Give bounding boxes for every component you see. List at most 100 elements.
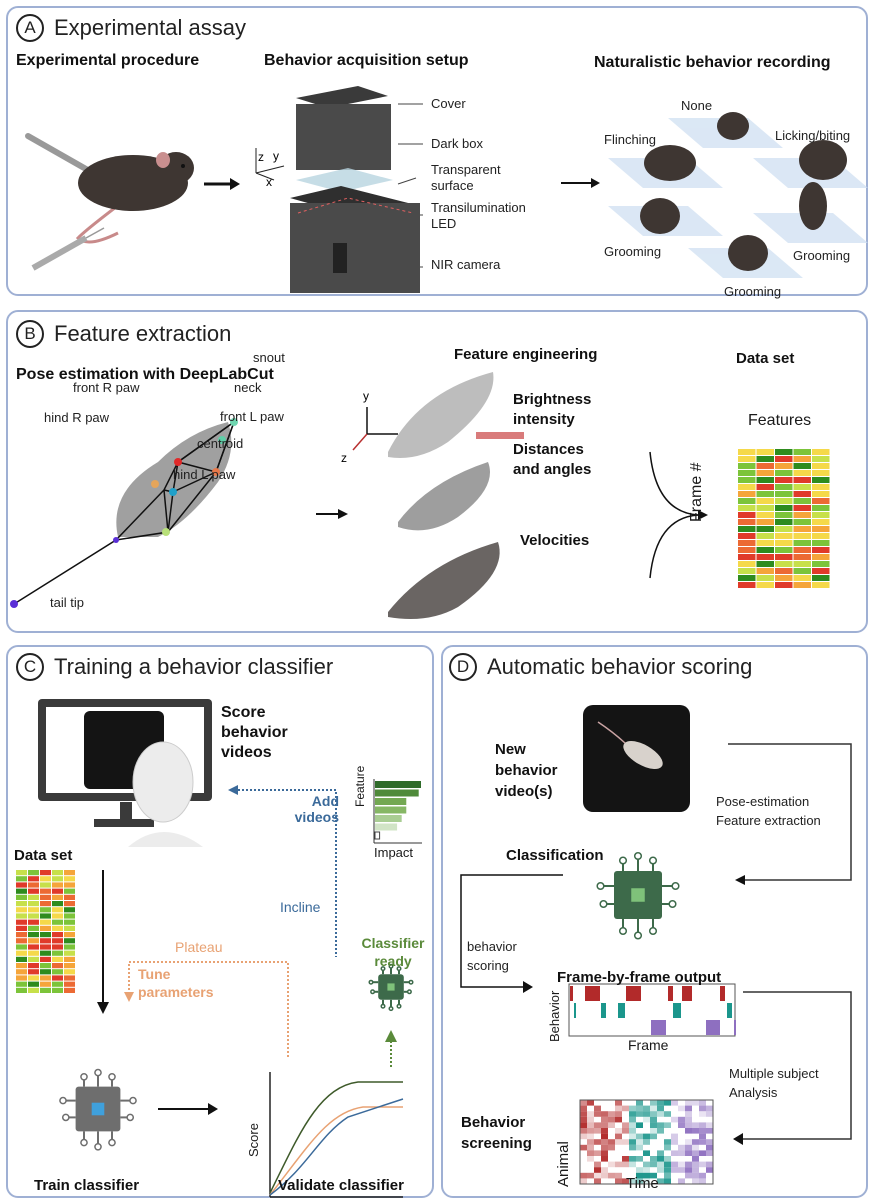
panel-letter: D	[449, 653, 477, 681]
heatmap-cell	[793, 547, 811, 553]
heatmap-cell	[775, 526, 793, 532]
heatmap-cell	[738, 463, 756, 469]
heatmap-cell	[28, 888, 39, 894]
importance-xlabel: Impact	[374, 845, 414, 860]
heatmap-cell	[40, 950, 51, 956]
screening-cell	[580, 1172, 587, 1179]
arrow-icon	[561, 178, 600, 188]
heatmap-cell	[812, 505, 830, 511]
screening-cell	[622, 1105, 629, 1112]
heatmap-cell	[793, 477, 811, 483]
panel-a-illustration: z y x	[25, 86, 868, 293]
screening-cell	[650, 1111, 657, 1117]
syringe-icon	[31, 227, 105, 271]
heatmap-cell	[64, 938, 75, 944]
screening-cell	[608, 1161, 615, 1168]
screening-cell	[587, 1128, 594, 1134]
screening-cell	[685, 1172, 692, 1179]
heatmap-cell	[812, 540, 830, 546]
screening-cell	[692, 1139, 699, 1145]
panel-title-text: Training a behavior classifier	[54, 654, 334, 679]
heatmap-cell	[738, 561, 756, 567]
screening-cell	[685, 1111, 692, 1117]
heatmap-cell	[40, 969, 51, 975]
panel-title-text: Automatic behavior scoring	[487, 654, 753, 679]
heatmap-cell	[756, 470, 774, 476]
heatmap-cell	[28, 950, 39, 956]
heatmap-cell	[793, 498, 811, 504]
importance-bar	[374, 831, 381, 840]
screening-cell	[706, 1128, 713, 1134]
heatmap-cell	[756, 568, 774, 574]
screening-cell	[692, 1178, 699, 1184]
screening-cell	[671, 1100, 678, 1106]
heatmap-cell	[738, 547, 756, 553]
chip-pin	[59, 1096, 67, 1105]
heatmap-cell	[16, 894, 27, 900]
heatmap-cell	[40, 944, 51, 950]
screening-cell	[594, 1139, 601, 1145]
screening-cell	[678, 1167, 685, 1173]
screening-cell	[706, 1161, 713, 1168]
keypoint-label-front-l-paw: front L paw	[220, 409, 284, 424]
heatmap-cell	[812, 533, 830, 539]
heatmap-cell	[40, 981, 51, 987]
dataset-matrix	[16, 870, 75, 993]
heatmap-cell	[52, 987, 63, 993]
dataset-heading: Data set	[736, 350, 795, 367]
heatmap-cell	[28, 975, 39, 981]
heatmap-cell	[28, 938, 39, 944]
add-videos-path	[238, 789, 337, 957]
setup-label-nir-camera: NIR camera	[431, 257, 501, 272]
chip-pin	[368, 979, 374, 985]
screening-cell	[636, 1122, 643, 1128]
heatmap-cell	[812, 561, 830, 567]
screening-cell	[699, 1111, 706, 1117]
screening-cell	[622, 1122, 629, 1128]
screening-cell	[587, 1144, 594, 1151]
screening-cell	[615, 1178, 622, 1184]
axes-icon	[255, 148, 285, 181]
heatmap-cell	[28, 882, 39, 888]
screening-xlabel: Time	[626, 1175, 659, 1192]
screening-cell	[643, 1150, 650, 1156]
screening-cell	[622, 1178, 629, 1184]
setup-label-transparent-surface: Transparent surface	[431, 162, 501, 193]
screening-cell	[671, 1167, 678, 1173]
heatmap-cell	[793, 463, 811, 469]
heatmap-cell	[756, 540, 774, 546]
axis-y-label: y	[363, 389, 369, 403]
screening-cell	[706, 1144, 713, 1151]
screening-cell	[622, 1161, 629, 1168]
heatmap-cell	[52, 944, 63, 950]
heatmap-cell	[775, 505, 793, 511]
screening-cell	[594, 1111, 601, 1117]
screening-cell	[699, 1139, 706, 1145]
heatmap-cell	[793, 505, 811, 511]
screening-cell	[699, 1178, 706, 1184]
screening-cell	[692, 1128, 699, 1134]
ethogram-chart	[568, 983, 736, 1037]
keypoint-dot	[212, 468, 220, 476]
score-curve-plateau	[269, 1106, 403, 1196]
heatmap-cell	[793, 519, 811, 525]
arrow-icon	[158, 1103, 218, 1115]
heatmap-cell	[793, 526, 811, 532]
heatmap-cell	[738, 477, 756, 483]
screening-cell	[601, 1156, 608, 1162]
screening-cell	[615, 1139, 622, 1145]
heatmap-cell	[40, 894, 51, 900]
screening-cell	[685, 1167, 692, 1173]
screening-cell	[580, 1116, 587, 1123]
chip-pin	[80, 1138, 88, 1147]
screening-cell	[601, 1122, 608, 1128]
screening-frame	[579, 1099, 714, 1185]
heatmap-cell	[52, 963, 63, 969]
chip-pin	[599, 899, 608, 909]
panel-experimental-assay: A Experimental assay Experimental proced…	[6, 6, 868, 299]
heatmap-cell	[16, 956, 27, 962]
heatmap-cell	[793, 540, 811, 546]
screening-cell	[657, 1100, 664, 1106]
arrow-icon	[228, 785, 238, 795]
feature-matrix	[738, 449, 830, 588]
